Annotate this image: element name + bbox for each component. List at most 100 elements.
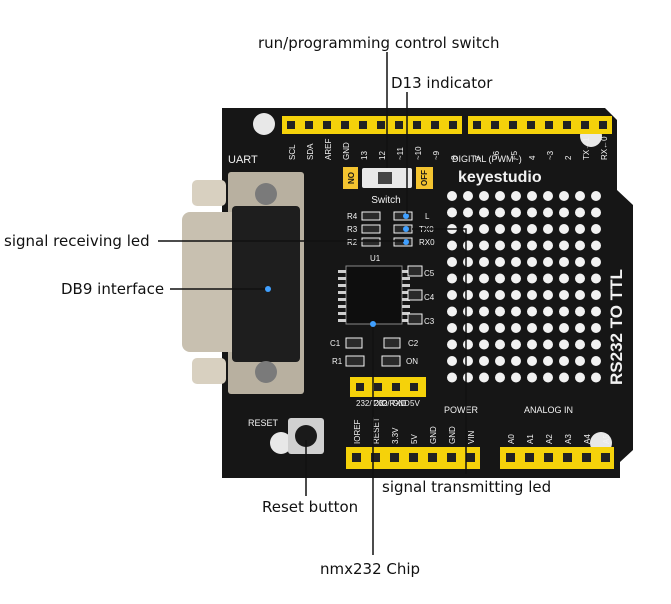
proto-hole: [591, 224, 601, 234]
proto-hole: [495, 290, 505, 300]
proto-hole: [559, 339, 569, 350]
proto-hole: [591, 323, 601, 333]
proto-hole: [447, 323, 457, 333]
power-pin-label: GND: [448, 426, 457, 444]
proto-hole: [495, 257, 505, 267]
proto-hole: [527, 356, 537, 366]
proto-hole: [543, 224, 553, 234]
proto-hole: [447, 257, 457, 267]
proto-hole: [511, 372, 521, 383]
jumper-label: 232/TXD: [356, 399, 388, 408]
proto-hole: [479, 240, 489, 251]
u1-label: U1: [370, 254, 381, 263]
proto-hole: [591, 290, 601, 300]
top-pin-label: 7: [474, 155, 483, 160]
proto-hole: [559, 290, 569, 300]
proto-hole: [559, 207, 569, 218]
analog-header: [500, 447, 614, 469]
proto-hole: [543, 372, 553, 383]
power-pin-label: IOREF: [353, 419, 362, 444]
jumper-label: 5V: [410, 399, 420, 408]
proto-hole: [527, 372, 537, 383]
proto-hole: [575, 257, 585, 267]
no-label: NO: [347, 172, 356, 184]
jumper-label: GND: [392, 399, 410, 408]
proto-hole: [495, 323, 505, 333]
proto-hole: [575, 273, 585, 284]
top-pin-label: ~3: [546, 150, 555, 160]
analog-pin-label: A4: [583, 434, 592, 444]
proto-hole: [559, 306, 569, 317]
proto-hole: [447, 339, 457, 350]
proto-hole: [591, 339, 601, 350]
c5-label: C5: [424, 269, 435, 278]
callout-switch: run/programming control switch: [258, 34, 500, 52]
max232-chip: [345, 265, 403, 325]
proto-hole: [495, 356, 505, 366]
db9-screw-top: [192, 180, 226, 206]
proto-hole: [591, 240, 601, 251]
mounting-hole: [253, 113, 275, 135]
no-label-box: [343, 167, 358, 189]
proto-hole: [527, 224, 537, 234]
proto-hole: [575, 224, 585, 234]
c1-label: C1: [330, 339, 341, 348]
proto-hole: [543, 191, 553, 201]
proto-hole: [463, 372, 473, 383]
top-pin-label: 12: [378, 151, 387, 160]
proto-hole: [527, 323, 537, 333]
power-pin-label: RESET: [372, 417, 381, 444]
proto-hole: [463, 290, 473, 300]
proto-hole: [543, 306, 553, 317]
top-header-left: [282, 116, 462, 134]
top-pin-label: 2: [564, 155, 573, 160]
top-pin-label: TX→1: [582, 137, 591, 160]
proto-hole: [511, 207, 521, 218]
proto-hole: [559, 273, 569, 284]
proto-hole: [495, 240, 505, 251]
proto-hole: [495, 273, 505, 284]
l-led-label: L: [425, 212, 430, 221]
proto-hole: [559, 191, 569, 201]
r2-label: R2: [347, 238, 358, 247]
proto-hole: [447, 306, 457, 317]
proto-hole: [543, 207, 553, 218]
proto-hole: [543, 240, 553, 251]
mounting-hole: [270, 432, 292, 454]
proto-hole: [527, 306, 537, 317]
top-pin-label: RX←0: [600, 136, 609, 160]
power-pin-label: 5V: [410, 434, 419, 444]
proto-hole: [447, 207, 457, 218]
proto-hole: [447, 372, 457, 383]
proto-hole: [511, 356, 521, 366]
callout-reset: Reset button: [262, 498, 359, 516]
off-label-box: [416, 167, 433, 189]
analog-pin-label: A2: [545, 434, 554, 444]
proto-hole: [527, 257, 537, 267]
proto-hole: [479, 339, 489, 350]
callout-d13: D13 indicator: [391, 74, 493, 92]
proto-hole: [511, 224, 521, 234]
analog-pin-label: A5: [602, 434, 611, 444]
leader-tx: [412, 228, 467, 474]
side-title: RS232 TO TTL: [607, 269, 626, 385]
proto-hole: [447, 290, 457, 300]
uart-label: UART: [228, 154, 258, 166]
marker-dot: [370, 321, 376, 327]
callout-chip: nmx232 Chip: [320, 560, 421, 578]
power-pin-label: 3.3V: [391, 427, 400, 444]
top-pin-label: SDA: [306, 143, 315, 160]
proto-hole: [479, 191, 489, 201]
digital-label: DIGITAL (PWM~): [452, 154, 522, 164]
proto-hole: [591, 273, 601, 284]
db9-hex-nut: [255, 183, 277, 205]
top-pin-label: ~9: [432, 150, 441, 160]
proto-hole: [479, 372, 489, 383]
proto-hole: [543, 323, 553, 333]
proto-hole: [511, 273, 521, 284]
proto-hole: [575, 290, 585, 300]
proto-hole: [559, 356, 569, 366]
proto-hole: [591, 191, 601, 201]
d13-led: [403, 213, 409, 219]
proto-hole: [479, 356, 489, 366]
